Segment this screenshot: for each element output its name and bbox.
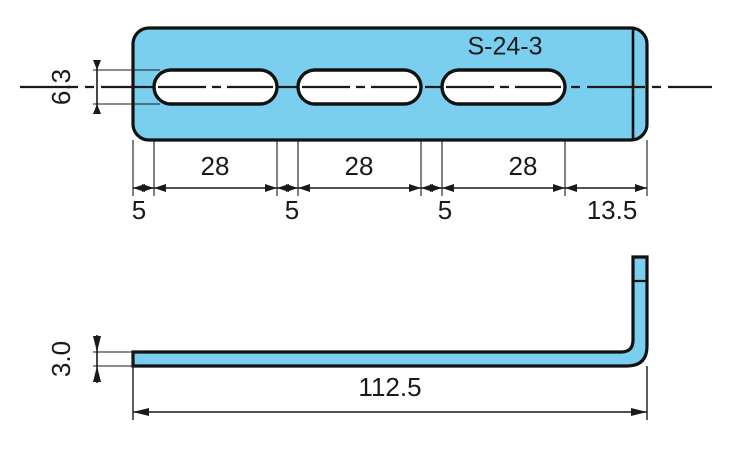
dim-13p5-arrow-right [635, 184, 647, 192]
dim-13p5: 13.5 [565, 184, 647, 225]
dim-3p0-arrow-bottom [93, 366, 101, 382]
dim-5-1-tick-right [142, 184, 154, 192]
dim-5-2-text: 5 [285, 195, 299, 225]
side-profile-view [131, 255, 649, 420]
dim-28-3-text: 28 [509, 151, 538, 181]
part-label: S-24-3 [467, 33, 542, 61]
dim-28-1-text: 28 [201, 151, 230, 181]
dim-5-1: 5 [132, 184, 154, 225]
dim-28-3: 28 [442, 151, 565, 192]
top-view: S-24-3 [20, 26, 712, 196]
dimension-slot-width: 6.3 [46, 60, 160, 114]
dim-28-2: 28 [298, 151, 421, 192]
dim-5-2: 5 [277, 184, 299, 225]
dim-5-3-tick-right [430, 184, 442, 192]
dimension-thickness: 3.0 [46, 335, 140, 383]
dim-13p5-arrow-left [565, 184, 577, 192]
dim-28-1: 28 [154, 151, 277, 192]
dim-5-3-text: 5 [438, 195, 452, 225]
dimension-overall-length: 112.5 [133, 372, 647, 416]
dim-6p3-arrow-top [93, 60, 101, 70]
dim-6p3-arrow-bottom [93, 104, 101, 114]
dim-28-2-arrow-left [298, 184, 310, 192]
dimension-chain-edges: 5 5 5 13.5 [132, 184, 647, 225]
dim-13p5-text: 13.5 [587, 195, 638, 225]
side-profile-body [131, 255, 649, 368]
dim-28-2-arrow-right [409, 184, 421, 192]
dim-6p3-text: 6.3 [46, 69, 76, 105]
dim-28-3-arrow-left [442, 184, 454, 192]
dim-28-2-text: 28 [345, 151, 374, 181]
dim-28-3-arrow-right [553, 184, 565, 192]
dim-5-1-text: 5 [132, 195, 146, 225]
dim-112p5-arrow-left [133, 408, 149, 416]
dim-3p0-text: 3.0 [46, 341, 76, 377]
dim-3p0-arrow-top [93, 336, 101, 352]
dim-5-3: 5 [421, 184, 452, 225]
dim-112p5-text: 112.5 [358, 372, 421, 402]
dim-5-2-tick-right [286, 184, 298, 192]
dimension-chain-pitch: 28 28 28 [154, 151, 565, 192]
dim-28-1-arrow-right [265, 184, 277, 192]
dim-28-1-arrow-left [154, 184, 166, 192]
dim-112p5-arrow-right [631, 408, 647, 416]
